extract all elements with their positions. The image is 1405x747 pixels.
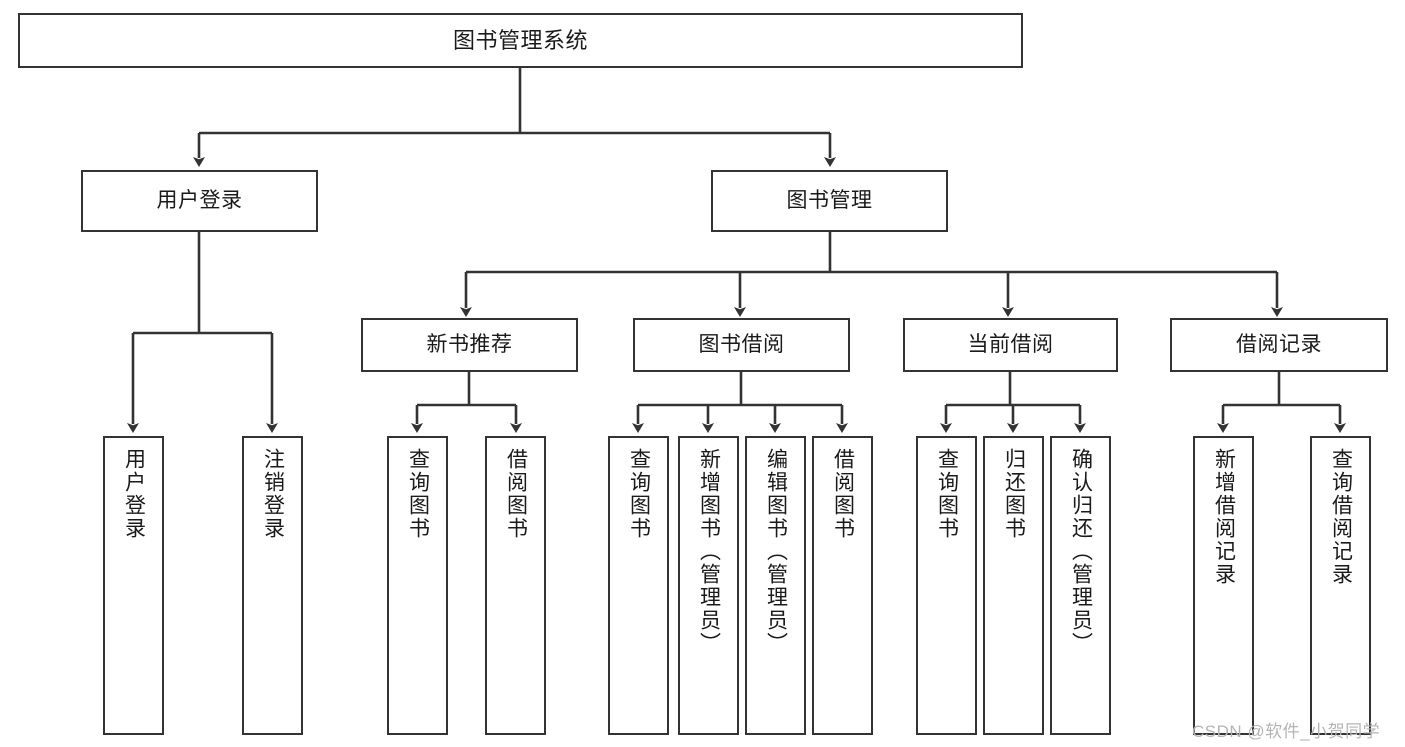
node-label: 查询借阅记录 xyxy=(1329,448,1353,586)
node-label: 用户登录 xyxy=(122,448,146,540)
node-label: 新书推荐 xyxy=(426,332,513,356)
node-label: 用户登录 xyxy=(156,188,243,212)
node-label: 借阅图书 xyxy=(504,448,528,540)
node-label: 图书借阅 xyxy=(698,332,785,356)
node-label: 确认归还（管理员） xyxy=(1069,448,1093,655)
leaf-recommend-query-book[interactable]: 查询图书 xyxy=(387,436,448,735)
node-label: 借阅记录 xyxy=(1236,332,1322,356)
leaf-borrow-query-book[interactable]: 查询图书 xyxy=(608,436,669,735)
node-label: 图书管理系统 xyxy=(452,27,588,53)
node-book-borrow[interactable]: 图书借阅 xyxy=(633,318,850,372)
node-label: 图书管理 xyxy=(786,188,873,212)
node-new-book-recommend[interactable]: 新书推荐 xyxy=(361,318,578,372)
node-label: 归还图书 xyxy=(1002,448,1026,540)
leaf-current-return-book[interactable]: 归还图书 xyxy=(983,436,1044,735)
leaf-current-confirm-return-admin[interactable]: 确认归还（管理员） xyxy=(1050,436,1111,735)
leaf-logout-login[interactable]: 注销登录 xyxy=(242,436,303,735)
node-label: 借阅图书 xyxy=(831,448,855,540)
leaf-user-login[interactable]: 用户登录 xyxy=(103,436,164,735)
csdn-watermark: CSDN @软件_小贺同学 xyxy=(1192,722,1381,741)
node-label: 查询图书 xyxy=(627,448,651,540)
node-label: 新增图书（管理员） xyxy=(697,448,721,655)
leaf-borrow-add-book-admin[interactable]: 新增图书（管理员） xyxy=(678,436,739,735)
node-label: 注销登录 xyxy=(261,448,285,540)
node-label: 查询图书 xyxy=(935,448,959,540)
node-label: 查询图书 xyxy=(406,448,430,540)
node-user-login[interactable]: 用户登录 xyxy=(81,170,318,232)
leaf-recommend-borrow-book[interactable]: 借阅图书 xyxy=(485,436,546,735)
node-label: 新增借阅记录 xyxy=(1212,448,1236,586)
leaf-borrow-edit-book-admin[interactable]: 编辑图书（管理员） xyxy=(745,436,806,735)
leaf-record-query-record[interactable]: 查询借阅记录 xyxy=(1310,436,1371,735)
leaf-borrow-borrow-book[interactable]: 借阅图书 xyxy=(812,436,873,735)
node-label: 编辑图书（管理员） xyxy=(764,448,788,655)
node-label: 当前借阅 xyxy=(967,332,1054,356)
leaf-current-query-book[interactable]: 查询图书 xyxy=(916,436,977,735)
node-current-borrow[interactable]: 当前借阅 xyxy=(903,318,1118,372)
node-root-system[interactable]: 图书管理系统 xyxy=(18,13,1023,68)
node-book-management[interactable]: 图书管理 xyxy=(711,170,948,232)
leaf-record-add-record[interactable]: 新增借阅记录 xyxy=(1193,436,1254,735)
node-borrow-record[interactable]: 借阅记录 xyxy=(1170,318,1388,372)
